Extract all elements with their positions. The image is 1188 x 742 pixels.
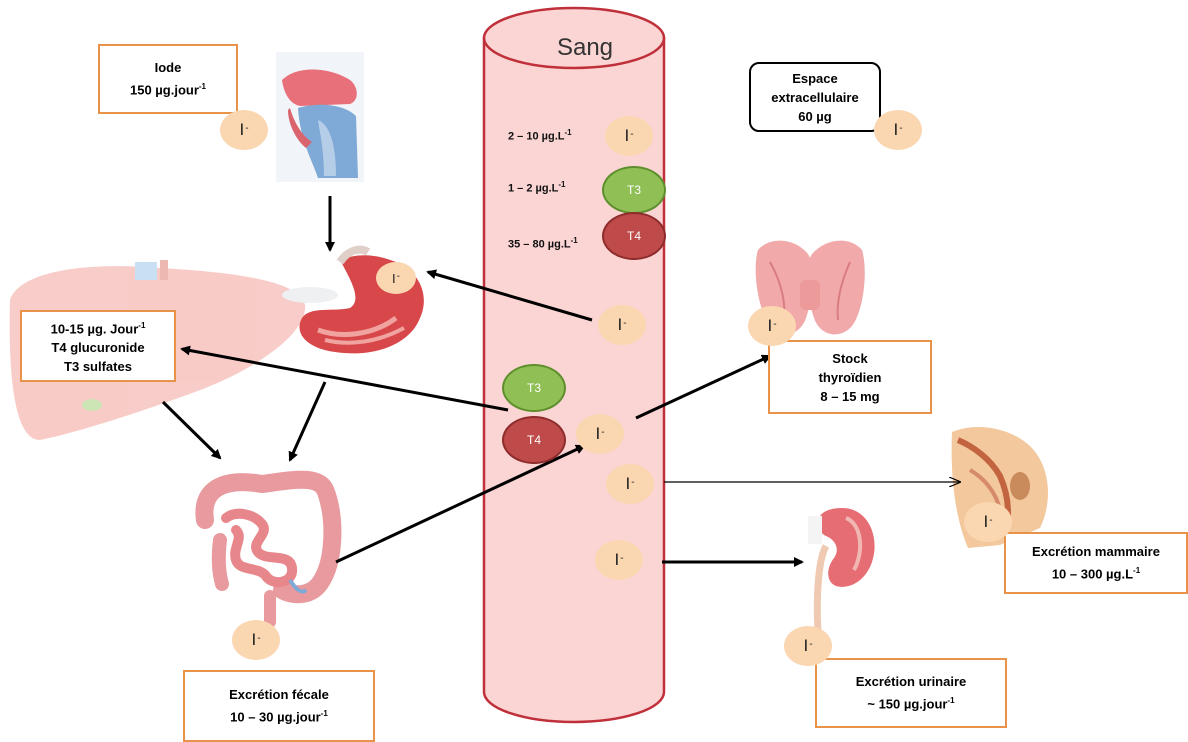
arrow-stomach-to-intestine (290, 382, 325, 460)
mammary-line2: 10 – 300 µg.L-1 (1052, 561, 1140, 583)
arrow-blood-to-liver (182, 349, 508, 410)
head-illustration (276, 52, 364, 182)
urinary-excretion-box: Excrétion urinaire ~ 150 µg.jour-1 (815, 658, 1007, 728)
iodide-ion-thyroid: I- (748, 306, 796, 346)
kidney-illustration (808, 508, 875, 632)
urinary-line2: ~ 150 µg.jour-1 (867, 691, 954, 713)
blood-iodide-concentration: 2 – 10 µg.L-1 (508, 128, 572, 143)
thyroid-stock-box: Stock thyroïdien 8 – 15 mg (768, 340, 932, 414)
mammary-excretion-box: Excrétion mammaire 10 – 300 µg.L-1 (1004, 532, 1188, 594)
iodide-ion-kidney: I- (784, 626, 832, 666)
iodide-ion-fecal: I- (232, 620, 280, 660)
liver-line1: 10-15 µg. Jour-1 (51, 316, 146, 338)
iodide-ion-stomach: I- (376, 262, 416, 294)
t4-hormone-blood-bottom: T4 (502, 416, 566, 464)
fecal-excretion-box: Excrétion fécale 10 – 30 µg.jour-1 (183, 670, 375, 742)
mammary-line1: Excrétion mammaire (1032, 542, 1160, 561)
iodide-ion-head: I- (220, 110, 268, 150)
iodide-ion-blood-3: I- (576, 414, 624, 454)
blood-vessel (484, 8, 664, 722)
iodide-ion-mammary: I- (964, 502, 1012, 542)
t3-hormone-blood-top: T3 (602, 166, 666, 214)
blood-t4-concentration: 35 – 80 µg.L-1 (508, 236, 578, 251)
t3-hormone-blood-bottom: T3 (502, 364, 566, 412)
extracellular-line2: extracellulaire (771, 88, 858, 107)
blood-label: Sang (505, 34, 665, 62)
intestines-illustration (204, 480, 332, 622)
t4-hormone-blood-top: T4 (602, 212, 666, 260)
iodide-ion-extracellular: I- (874, 110, 922, 150)
extracellular-line3: 60 µg (798, 107, 832, 126)
iodide-ion-blood-4: I- (606, 464, 654, 504)
urinary-line1: Excrétion urinaire (856, 672, 967, 691)
fecal-line2: 10 – 30 µg.jour-1 (230, 704, 328, 726)
thyroid-line1: Stock (832, 349, 867, 368)
liver-line3: T3 sulfates (64, 357, 132, 376)
liver-line2: T4 glucuronide (51, 338, 144, 357)
blood-t3-concentration: 1 – 2 µg.L-1 (508, 180, 565, 195)
iodine-intake-amount: 150 µg.jour-1 (130, 77, 206, 99)
extracellular-space-box: Espace extracellulaire 60 µg (749, 62, 881, 132)
iodine-intake-title: Iode (155, 58, 182, 77)
extracellular-line1: Espace (792, 69, 838, 88)
liver-box: 10-15 µg. Jour-1 T4 glucuronide T3 sulfa… (20, 310, 176, 382)
iodide-ion-blood-2: I- (598, 305, 646, 345)
iodine-intake-box: Iode 150 µg.jour-1 (98, 44, 238, 114)
fecal-line1: Excrétion fécale (229, 685, 329, 704)
iodide-ion-blood-5: I- (595, 540, 643, 580)
arrow-liver-to-intestine (163, 402, 220, 458)
thyroid-line3: 8 – 15 mg (820, 387, 879, 406)
thyroid-line2: thyroïdien (819, 368, 882, 387)
iodide-ion-blood-1: I- (605, 116, 653, 156)
